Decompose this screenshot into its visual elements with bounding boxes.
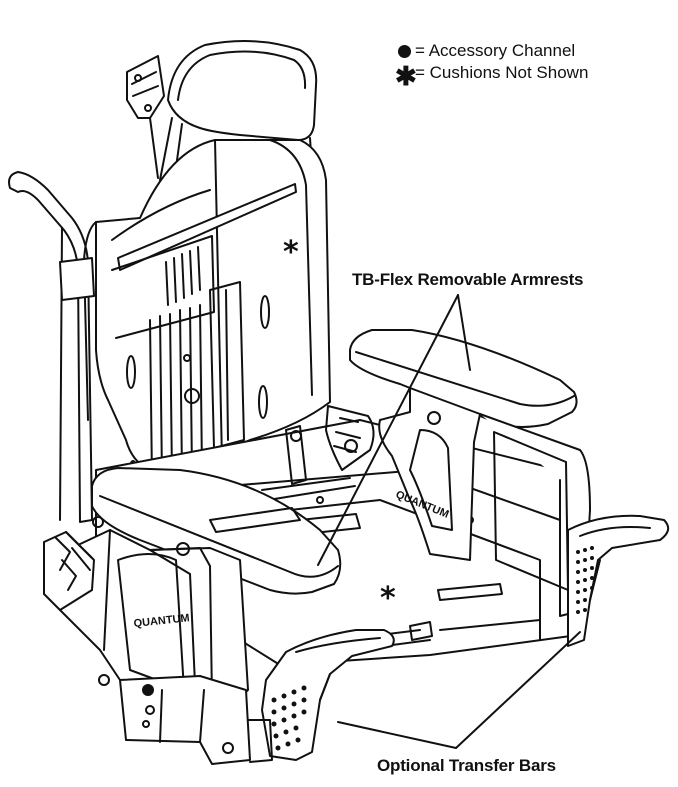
base-mount	[119, 675, 273, 765]
legend-accessory-channel-label: = Accessory Channel	[415, 41, 576, 60]
legend: = Accessory Channel ✱ = Cushions Not Sho…	[395, 40, 589, 91]
right-armrest	[349, 329, 591, 617]
backrest	[59, 139, 331, 490]
legend-cushions-not-shown: ✱ = Cushions Not Shown	[395, 61, 589, 91]
filled-circle-icon	[398, 44, 411, 58]
legend-accessory-channel: = Accessory Channel	[396, 40, 588, 62]
seat-cushion-asterisk: *	[380, 581, 396, 616]
transfer-bars-callout: Optional Transfer Bars	[377, 756, 556, 775]
left-armrest-brand: QUANTUM	[133, 612, 190, 630]
accessory-channel-dot	[142, 684, 154, 696]
headrest-bracket	[126, 55, 165, 179]
right-transfer-bar	[567, 514, 670, 647]
right-transfer-bar-grip	[576, 546, 594, 614]
legend-cushions-not-shown-label: = Cushions Not Shown	[415, 63, 589, 82]
leader-lines	[317, 294, 581, 749]
left-armrest	[43, 467, 342, 721]
back-cushion-asterisk: *	[283, 235, 299, 270]
push-handle	[8, 171, 93, 523]
asterisk-icon: ✱	[395, 61, 417, 91]
armrests-callout: TB-Flex Removable Armrests	[352, 270, 584, 289]
left-transfer-bar-grip	[271, 685, 307, 751]
